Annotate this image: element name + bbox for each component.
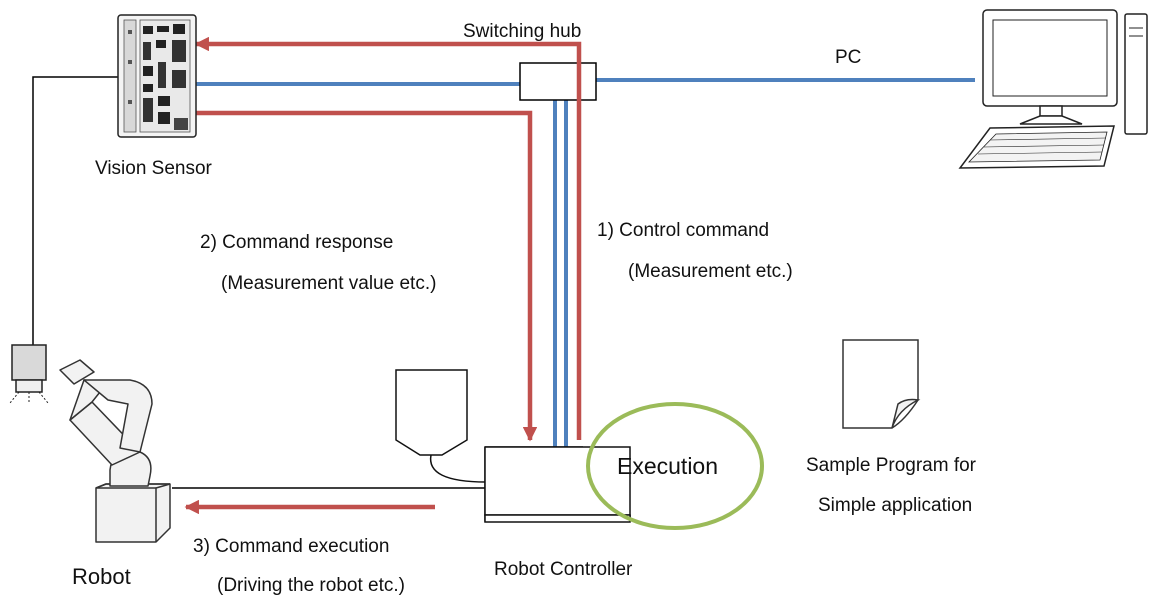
command-response-sublabel: (Measurement value etc.) [221,273,437,294]
sample-program-label: Sample Program for [806,455,977,476]
command-execution-sublabel: (Driving the robot etc.) [217,575,405,596]
command-arrows [184,36,582,515]
control-command-label: 1) Control command [597,220,770,241]
robot-arm-icon [59,359,171,543]
vision-sensor-label: Vision Sensor [95,158,212,179]
network-lines [196,78,975,447]
command-response-label: 2) Command response [200,232,394,253]
execution-ellipse [586,402,764,530]
robot-label: Robot [72,564,131,589]
document-icon [842,339,921,429]
control-command-sublabel: (Measurement etc.) [628,261,793,282]
robot-controller-box [484,446,631,523]
sensor-camera-cable [32,76,118,345]
pc-icon [958,9,1148,169]
switching-hub-label: Switching hub [463,21,582,42]
switching-hub [519,62,597,101]
command-response-arrow [196,110,538,442]
control-command-arrow [194,36,582,440]
sample-program-sublabel: Simple application [818,495,973,516]
vision-sensor-icon [117,14,197,138]
teach-pendant-icon [395,369,487,483]
robot-controller-label: Robot Controller [494,559,633,580]
execution-label: Execution [617,453,719,479]
camera-icon [9,344,49,404]
command-execution-label: 3) Command execution [193,536,390,557]
pc-label: PC [835,47,862,68]
